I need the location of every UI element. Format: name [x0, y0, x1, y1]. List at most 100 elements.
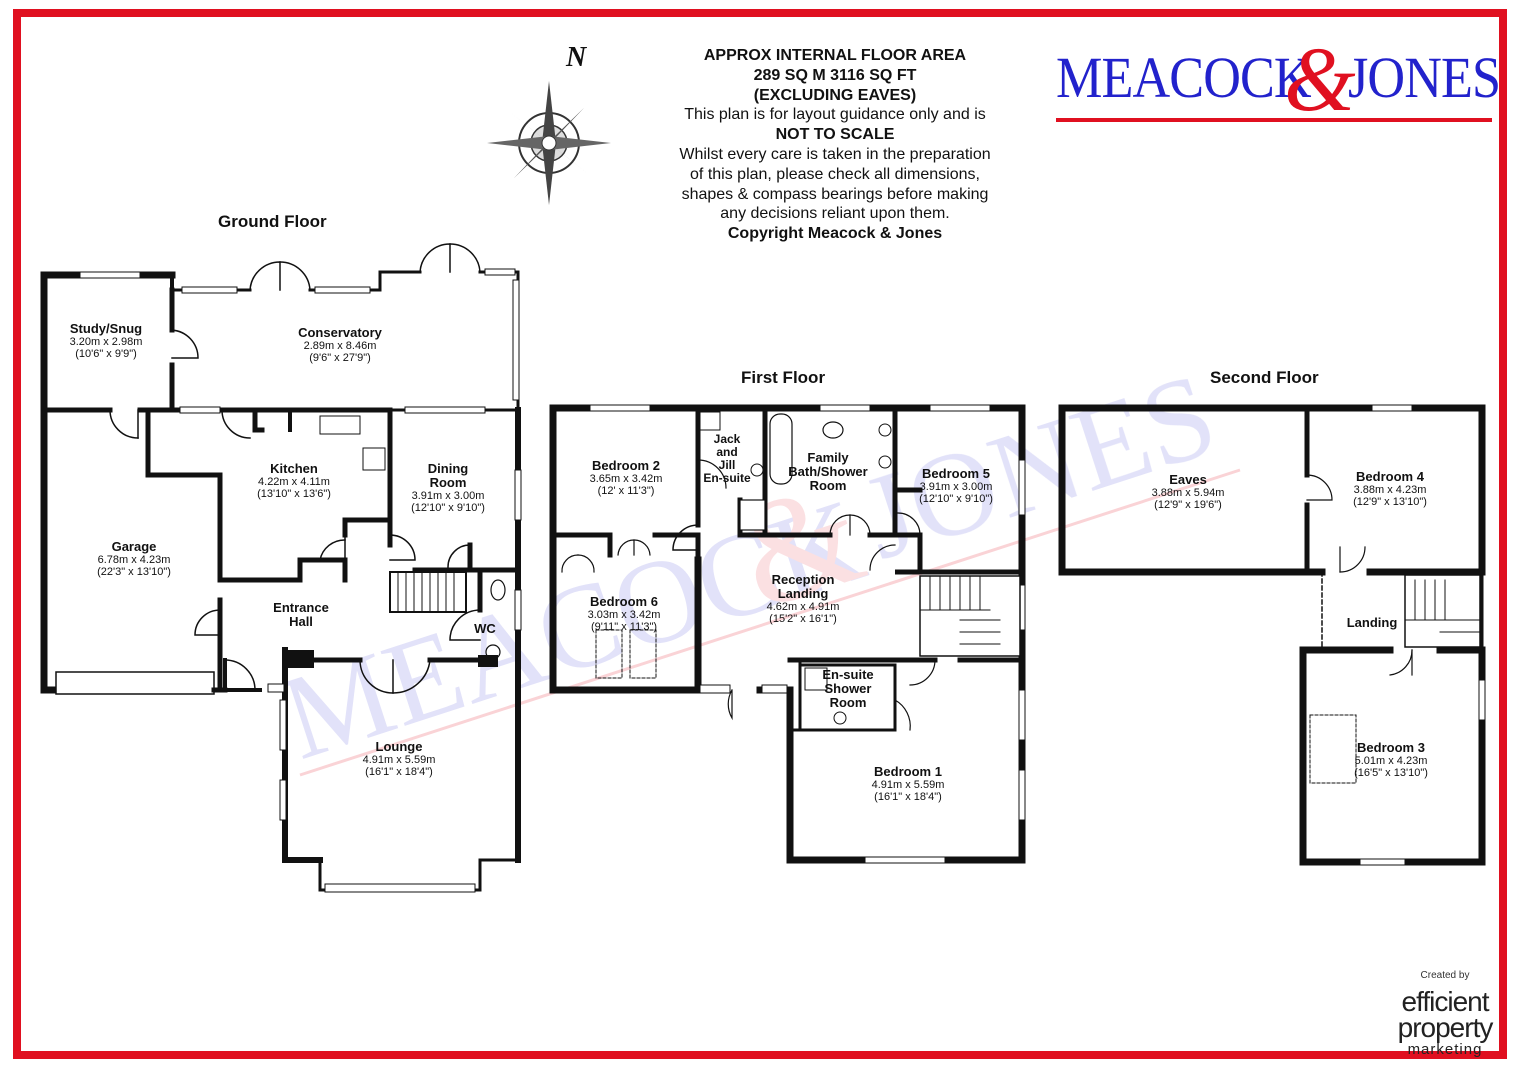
notice-line: This plan is for layout guidance only an… — [684, 106, 986, 124]
notice-line: Whilst every care is taken in the prepar… — [679, 145, 991, 163]
room-imperial: (9'11" x 11'3") — [590, 621, 658, 633]
room-imperial: (12'10" x 9'10") — [919, 493, 993, 505]
room-name: Study/Snug — [69, 321, 143, 336]
room-imperial: (16'5" x 13'10") — [1354, 767, 1428, 779]
room-bedroom-2: Bedroom 2 3.65m x 3.42m (12' x 11'3") — [576, 459, 676, 498]
room-metric: 4.91m x 5.59m — [871, 779, 945, 791]
created-by-credit: Created by efficient property marketing — [1385, 970, 1505, 1058]
room-name: En-suite — [822, 667, 874, 682]
credit-line: property — [1397, 1012, 1494, 1043]
notice-line: NOT TO SCALE — [775, 126, 895, 144]
room-bedroom-6: Bedroom 6 3.03m x 3.42m (9'11" x 11'3") — [574, 594, 674, 634]
room-eaves: Eaves 3.88m x 5.94m (12'9" x 19'6") — [1138, 472, 1238, 512]
floor-area-notice: APPROX INTERNAL FLOOR AREA 289 SQ M 3116… — [640, 46, 1030, 244]
room-family-bathroom: Family Bath/Shower Room — [778, 451, 878, 493]
room-metric: 3.88m x 4.23m — [1353, 484, 1427, 496]
room-name: Eaves — [1169, 472, 1207, 487]
room-metric: 4.91m x 5.59m — [362, 754, 436, 766]
room-name: Room — [829, 695, 867, 710]
room-metric: 2.89m x 8.46m — [303, 340, 377, 352]
room-landing: Landing — [1340, 616, 1404, 630]
notice-line: APPROX INTERNAL FLOOR AREA — [703, 47, 967, 64]
room-ensuite-shower: En-suite Shower Room — [808, 668, 888, 710]
room-entrance-hall: Entrance Hall — [262, 601, 340, 629]
room-metric: 6.78m x 4.23m — [97, 554, 171, 566]
compass-north-label: N — [566, 42, 587, 73]
notice-line: of this plan, please check all dimension… — [690, 165, 980, 183]
room-metric: 3.03m x 3.42m — [587, 609, 661, 621]
room-bedroom-3: Bedroom 3 5.01m x 4.23m (16'5" x 13'10") — [1341, 740, 1441, 780]
floor-title-ground: Ground Floor — [218, 212, 327, 231]
room-metric: 3.91m x 3.00m — [919, 481, 993, 493]
room-name: Bedroom 1 — [874, 764, 942, 779]
room-bedroom-4: Bedroom 4 3.88m x 4.23m (12'9" x 13'10") — [1340, 469, 1440, 509]
notice-line: any decisions reliant upon them. — [720, 205, 950, 223]
room-metric: 4.62m x 4.91m — [766, 601, 840, 613]
ground-floor-plan — [40, 243, 522, 893]
room-name: Bedroom 6 — [590, 594, 658, 609]
room-name: Family — [807, 450, 849, 465]
second-floor-plan — [1058, 404, 1486, 866]
room-name: and — [716, 445, 738, 459]
room-name: Conservatory — [298, 325, 382, 340]
room-name: Jill — [718, 458, 736, 472]
notice-line: shapes & compass bearings before making — [681, 185, 989, 203]
room-metric: 3.88m x 5.94m — [1151, 487, 1225, 499]
room-name: Landing — [777, 586, 829, 601]
room-name: Entrance — [273, 600, 329, 615]
first-floor-plan — [549, 404, 1026, 864]
room-name: En-suite — [703, 471, 751, 485]
room-name: Bedroom 5 — [922, 466, 990, 481]
room-kitchen: Kitchen 4.22m x 4.11m (13'10" x 13'6") — [244, 461, 344, 501]
room-bedroom-5: Bedroom 5 3.91m x 3.00m (12'10" x 9'10") — [906, 466, 1006, 506]
room-reception-landing: Reception Landing 4.62m x 4.91m (15'2" x… — [753, 573, 853, 626]
room-name: Bedroom 3 — [1357, 740, 1425, 755]
room-conservatory: Conservatory 2.89m x 8.46m (9'6" x 27'9"… — [280, 325, 400, 365]
notice-line: Copyright Meacock & Jones — [727, 225, 943, 243]
room-name: Dining — [427, 461, 469, 476]
room-bedroom-1: Bedroom 1 4.91m x 5.59m (16'1" x 18'4") — [858, 764, 958, 804]
room-imperial: (16'1" x 18'4") — [365, 766, 433, 778]
room-metric: 5.01m x 4.23m — [1354, 755, 1428, 767]
credit-created-by: Created by — [1420, 970, 1470, 981]
room-imperial: (9'6" x 27'9") — [309, 352, 371, 364]
page-border — [13, 9, 1507, 1059]
logo-ampersand: & — [1284, 28, 1356, 130]
room-wc: WC — [470, 622, 500, 636]
credit-line: marketing — [1407, 1041, 1483, 1058]
logo-word-right: JONES — [1348, 45, 1501, 110]
room-imperial: (16'1" x 18'4") — [874, 791, 942, 803]
room-metric: 3.65m x 3.42m — [589, 473, 663, 485]
room-imperial: (10'6" x 9'9") — [75, 348, 137, 360]
room-jack-and-jill: Jack and Jill En-suite — [700, 433, 754, 485]
room-metric: 4.22m x 4.11m — [258, 476, 330, 488]
logo-underline — [1056, 118, 1492, 122]
notice-line: (EXCLUDING EAVES) — [753, 86, 917, 104]
meacock-jones-logo: MEACOCK & JONES — [1050, 28, 1501, 130]
credit-line: efficient — [1401, 986, 1490, 1017]
room-lounge: Lounge 4.91m x 5.59m (16'1" x 18'4") — [349, 739, 449, 779]
room-imperial: (12'9" x 13'10") — [1353, 496, 1427, 508]
floor-title-second: Second Floor — [1210, 368, 1319, 387]
notice-line: 289 SQ M 3116 SQ FT — [753, 66, 917, 84]
room-imperial: (12'10" x 9'10") — [411, 502, 485, 514]
room-name: Bedroom 4 — [1356, 469, 1424, 484]
room-name: Hall — [289, 614, 313, 629]
room-imperial: (12'9" x 19'6") — [1154, 499, 1222, 511]
logo-word-left: MEACOCK — [1056, 45, 1312, 110]
room-dining: Dining Room 3.91m x 3.00m (12'10" x 9'10… — [398, 461, 498, 515]
room-garage: Garage 6.78m x 4.23m (22'3" x 13'10") — [84, 540, 184, 579]
floor-title-first: First Floor — [741, 368, 826, 387]
room-imperial: (13'10" x 13'6") — [257, 488, 331, 500]
room-study: Study/Snug 3.20m x 2.98m (10'6" x 9'9") — [56, 321, 156, 361]
room-imperial: (15'2" x 16'1") — [769, 613, 837, 625]
room-name: Room — [809, 478, 847, 493]
room-imperial: (12' x 11'3") — [597, 485, 655, 497]
room-metric: 3.91m x 3.00m — [411, 490, 485, 502]
room-name: Shower — [824, 681, 872, 696]
room-name: Kitchen — [270, 461, 318, 476]
room-name: Landing — [1346, 615, 1398, 630]
room-name: Lounge — [375, 739, 423, 754]
